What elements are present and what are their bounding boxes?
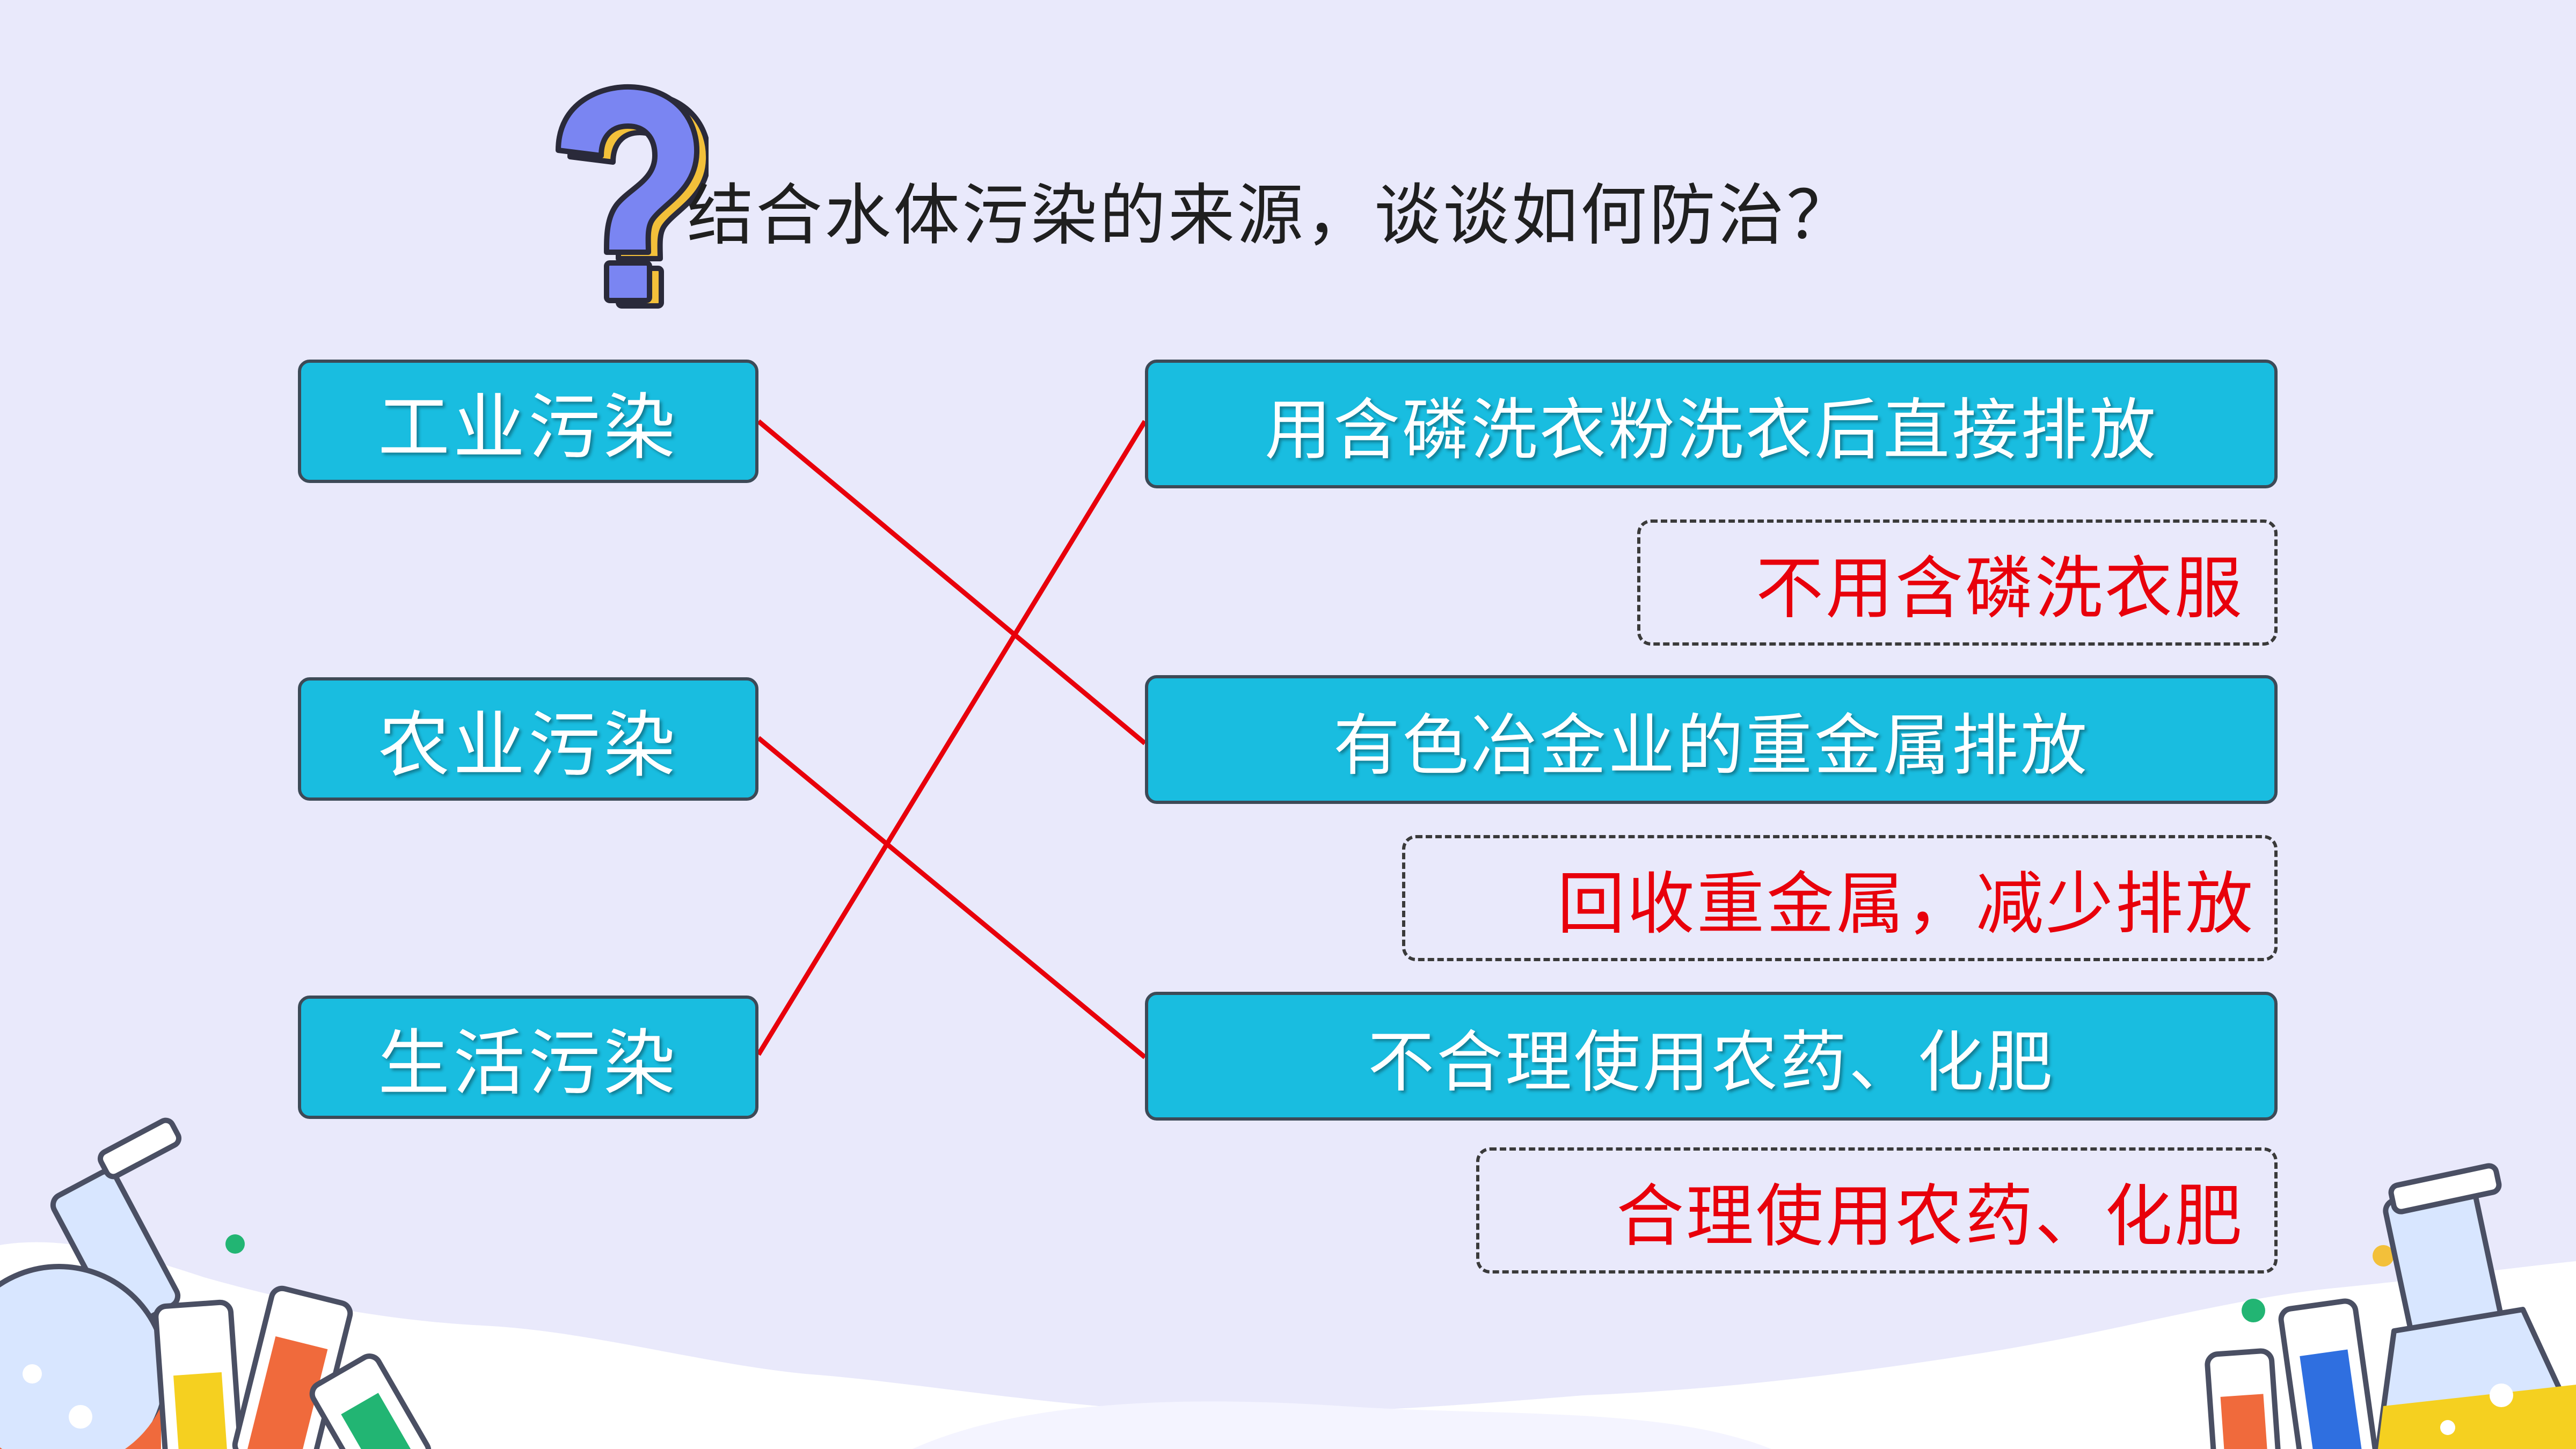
answer-box-heavy-metal[interactable]: 回收重金属，减少排放 xyxy=(1402,835,2278,961)
flask-illustration-right xyxy=(2375,1163,2576,1449)
connector-agricultural xyxy=(757,736,1147,1059)
cause-box-phosphorus[interactable]: 用含磷洗衣粉洗衣后直接排放 xyxy=(1145,360,2278,488)
source-box-industrial[interactable]: 工业污染 xyxy=(298,360,758,483)
source-label: 农业污染 xyxy=(377,704,678,787)
source-label: 生活污染 xyxy=(377,1022,678,1106)
question-mark-icon xyxy=(556,84,709,309)
source-box-domestic[interactable]: 生活污染 xyxy=(298,996,758,1119)
green-dot-left xyxy=(225,1234,245,1254)
answer-text: 不用含磷洗衣服 xyxy=(1756,548,2244,628)
cause-label: 不合理使用农药、化肥 xyxy=(1367,1024,2055,1101)
test-tube-illustration-right xyxy=(2205,1298,2380,1449)
page-title: 结合水体污染的来源，谈谈如何防治？ xyxy=(687,177,1856,254)
cause-label: 有色冶金业的重金属排放 xyxy=(1333,707,2089,785)
green-dot-right xyxy=(2242,1299,2265,1322)
cause-box-pesticide[interactable]: 不合理使用农药、化肥 xyxy=(1145,992,2278,1121)
answer-box-pesticide[interactable]: 合理使用农药、化肥 xyxy=(1476,1147,2278,1274)
cause-label: 用含磷洗衣粉洗衣后直接排放 xyxy=(1264,392,2158,469)
flask-illustration xyxy=(0,1117,182,1449)
cause-box-heavy-metal[interactable]: 有色冶金业的重金属排放 xyxy=(1145,675,2278,804)
test-tube-illustration xyxy=(153,1285,432,1449)
source-box-agricultural[interactable]: 农业污染 xyxy=(298,677,758,801)
snow-ground-illustration xyxy=(0,1242,2576,1449)
answer-box-phosphorus[interactable]: 不用含磷洗衣服 xyxy=(1637,519,2278,646)
yellow-dot-right xyxy=(2373,1245,2394,1267)
answer-text: 回收重金属，减少排放 xyxy=(1557,864,2255,943)
source-label: 工业污染 xyxy=(377,386,678,470)
answer-text: 合理使用农药、化肥 xyxy=(1616,1176,2244,1256)
connector-domestic xyxy=(756,420,1147,1056)
connector-industrial xyxy=(757,419,1147,745)
